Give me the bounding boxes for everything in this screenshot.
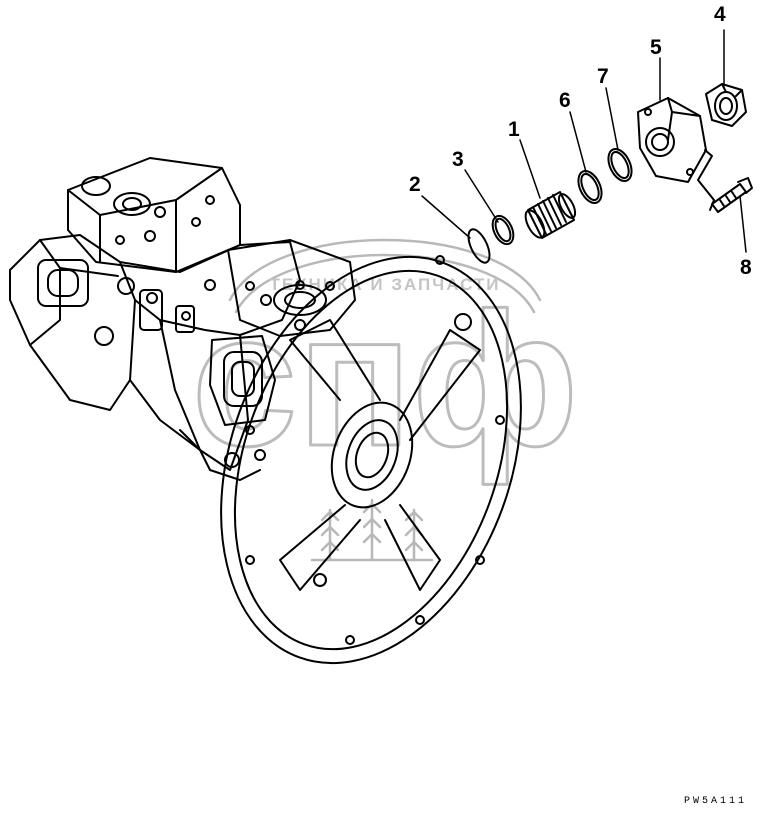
leader-line-7 xyxy=(605,87,619,151)
part-6-o-ring xyxy=(577,170,603,204)
callout-1: 1 xyxy=(508,118,520,141)
part-3-o-ring xyxy=(491,214,515,246)
leader-line-1 xyxy=(519,139,541,199)
flywheel-housing xyxy=(220,255,522,665)
leader-line-3 xyxy=(464,169,499,223)
part-7-o-ring xyxy=(607,148,633,182)
hydraulic-pump-assembly xyxy=(9,157,356,481)
part-1-threaded-fitting xyxy=(524,191,577,239)
callout-5: 5 xyxy=(650,36,662,59)
callout-6: 6 xyxy=(559,89,571,112)
leader-line-8 xyxy=(739,195,747,253)
document-code: PW5A111 xyxy=(683,796,747,807)
part-8-bolt xyxy=(711,177,753,213)
callout-3: 3 xyxy=(452,148,464,171)
callout-7: 7 xyxy=(597,65,609,88)
part-5-flange-block xyxy=(637,97,715,211)
callout-2: 2 xyxy=(409,173,421,196)
leader-line-6 xyxy=(569,111,587,173)
callout-4: 4 xyxy=(714,3,726,26)
part-4-hex-nut xyxy=(705,83,747,127)
leader-lines xyxy=(421,29,747,253)
wheat-emblem-icon xyxy=(310,498,434,562)
part-2-o-ring-large xyxy=(467,228,491,264)
leader-line-2 xyxy=(421,195,471,239)
callout-8: 8 xyxy=(740,256,752,279)
